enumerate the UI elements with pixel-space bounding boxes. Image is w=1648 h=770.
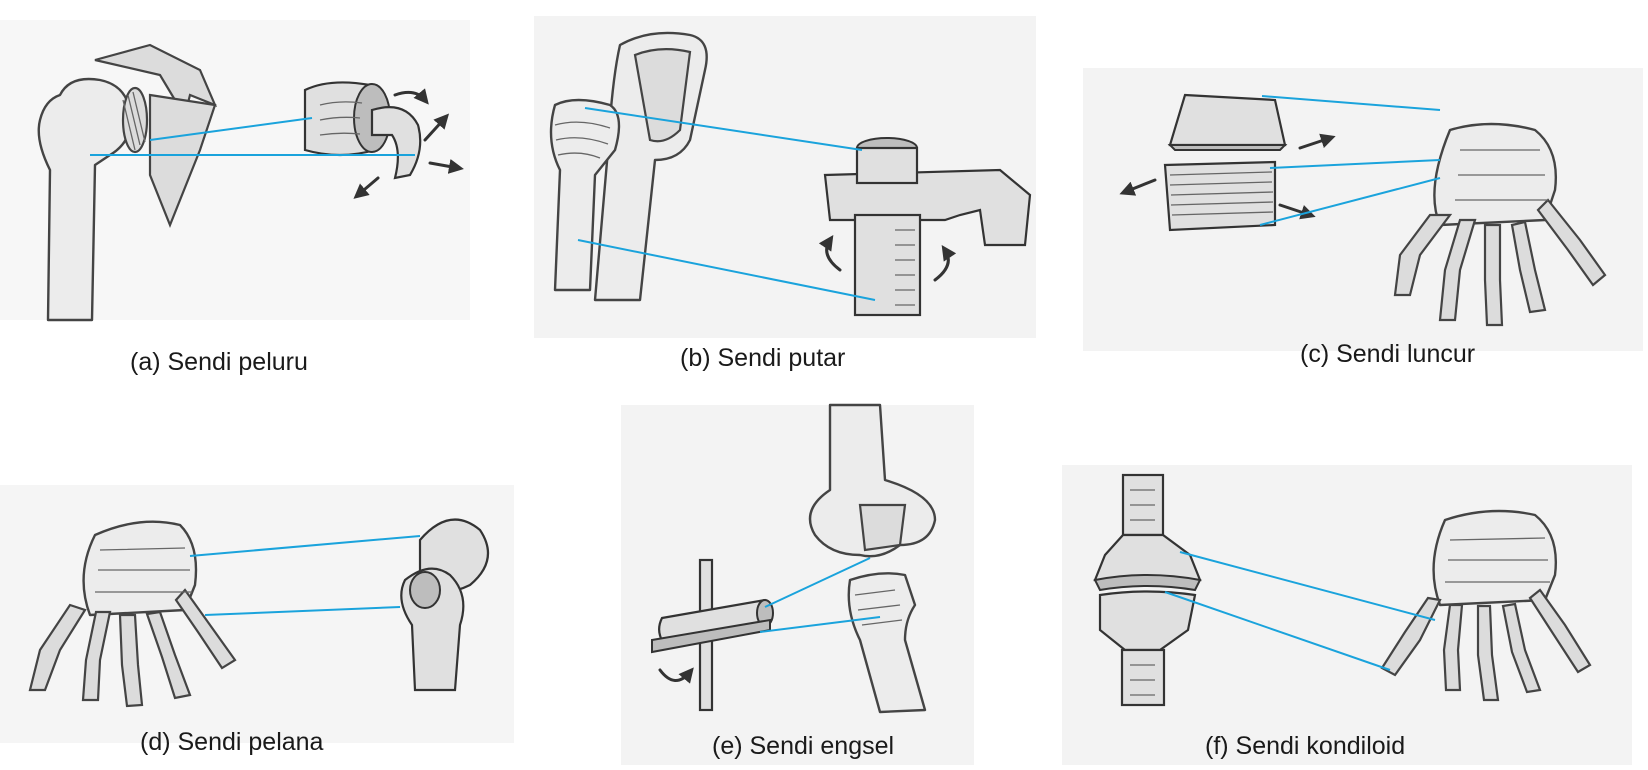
pointer-line xyxy=(759,616,881,633)
pointer-line xyxy=(189,535,421,557)
rotation-arrow xyxy=(658,667,694,684)
pointer-line xyxy=(584,107,863,151)
caption-e: (e) Sendi engsel xyxy=(712,732,895,760)
pointer-line xyxy=(1164,591,1391,671)
direction-arrow xyxy=(1298,133,1336,150)
pointer-line xyxy=(204,606,401,616)
caption-b: (b) Sendi putar xyxy=(680,344,846,372)
direction-arrow xyxy=(428,159,464,174)
ball-socket-model xyxy=(303,81,422,180)
pointer-line xyxy=(1259,177,1441,226)
rotation-arrow xyxy=(933,245,957,282)
caption-c: (c) Sendi luncur xyxy=(1300,340,1476,368)
hinge-model xyxy=(651,558,774,712)
condyloid-model xyxy=(1093,473,1202,707)
caption-f: (f) Sendi kondiloid xyxy=(1205,732,1406,760)
elbow-hinge-drawing xyxy=(808,403,937,714)
pointer-line xyxy=(149,117,313,141)
pointer-line xyxy=(764,557,871,608)
rotation-arrow xyxy=(393,88,429,105)
pivot-model xyxy=(823,137,1032,317)
direction-arrow xyxy=(423,113,450,142)
pointer-line xyxy=(577,239,876,301)
pointer-line xyxy=(1269,159,1441,169)
forearm-pivot-drawing xyxy=(549,31,708,302)
hand-skeleton-f xyxy=(1380,509,1592,702)
shoulder-joint-drawing xyxy=(37,43,218,322)
pointer-line xyxy=(1261,95,1441,111)
pointer-line xyxy=(1179,551,1436,621)
rotation-arrow xyxy=(818,235,842,272)
direction-arrow xyxy=(1119,178,1157,196)
hand-skeleton-d xyxy=(28,520,237,708)
hand-skeleton-c xyxy=(1393,122,1607,327)
saddle-model xyxy=(400,518,490,692)
caption-a: (a) Sendi peluru xyxy=(130,348,308,376)
direction-arrow xyxy=(353,176,380,199)
caption-d: (d) Sendi pelana xyxy=(140,728,324,756)
gliding-model xyxy=(1163,93,1288,232)
